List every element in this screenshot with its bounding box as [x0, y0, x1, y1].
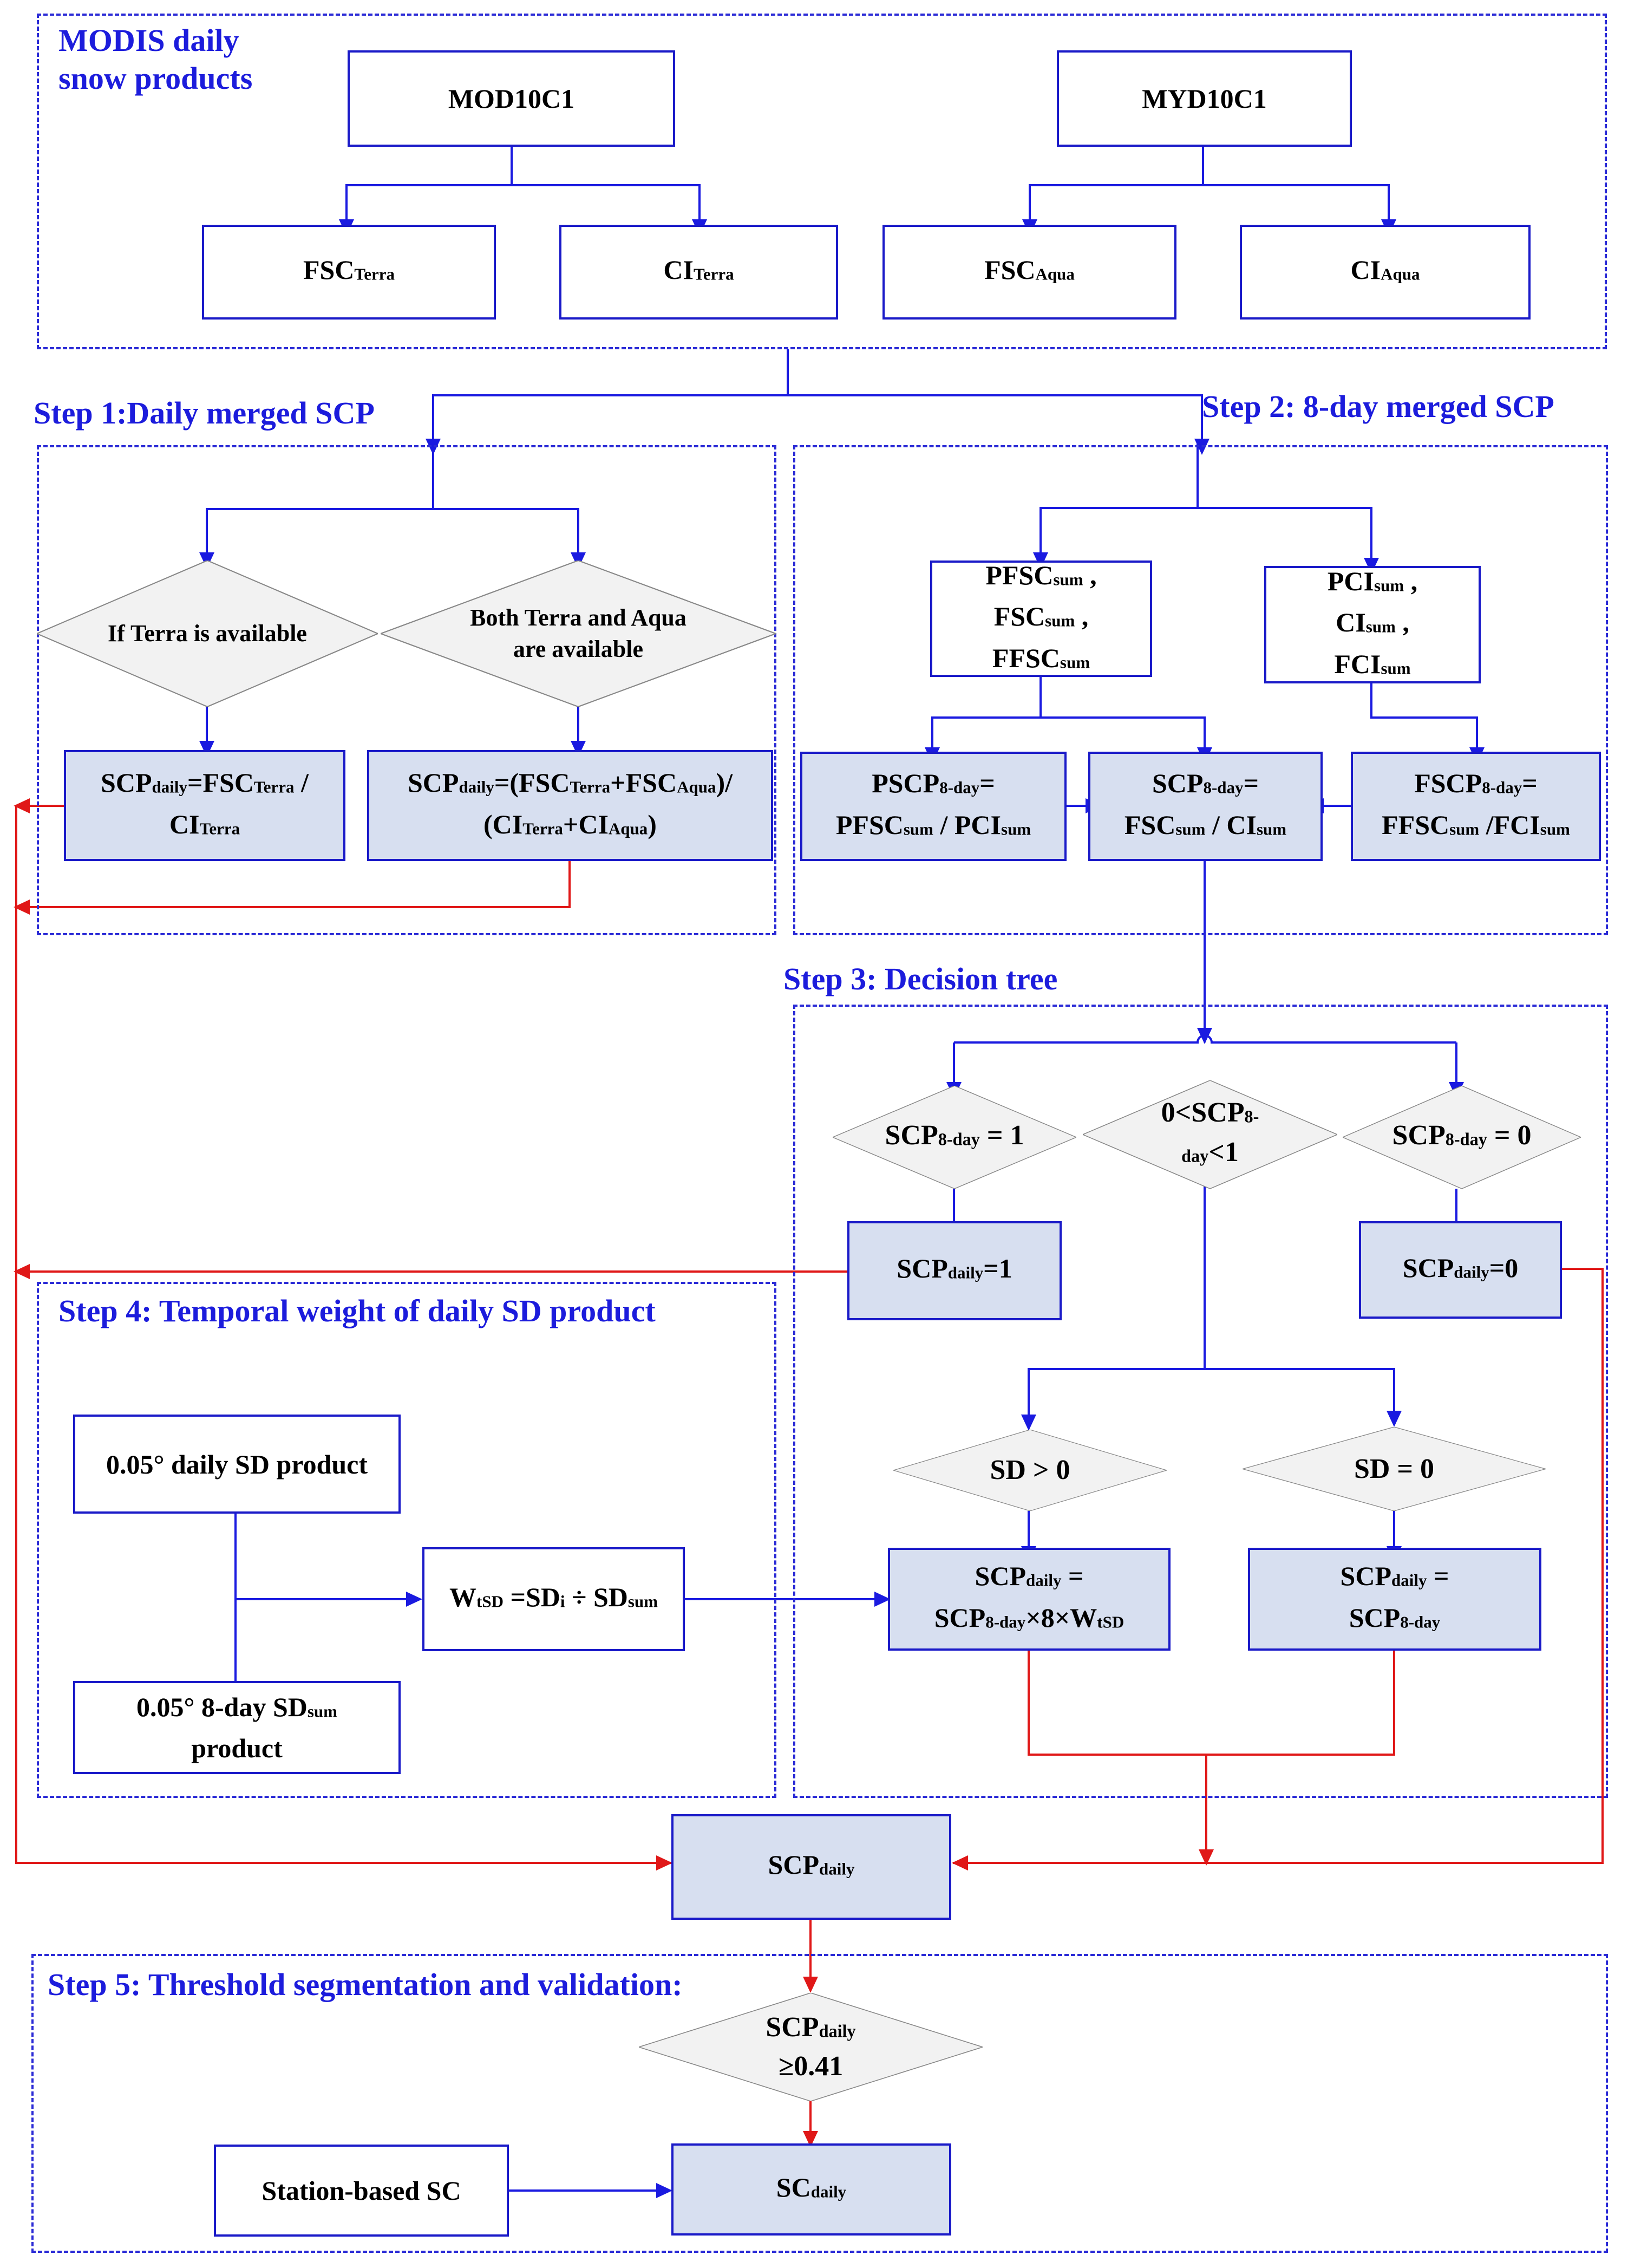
red-connectors — [15, 805, 1604, 2131]
scp-daily-box: SCPdaily — [671, 1814, 951, 1920]
scp-daily-0-box: SCPdaily=0 — [1359, 1221, 1562, 1319]
red-arrowheads — [14, 798, 1214, 2147]
scp8-box: SCP8-day= FSCsum / CIsum — [1088, 752, 1323, 861]
daily-sd-box: 0.05° daily SD product — [73, 1415, 401, 1514]
scp-weighted-box: SCPdaily = SCP8-day×8×WtSD — [888, 1548, 1171, 1651]
if-terra-diamond: If Terra is available — [37, 561, 378, 707]
cond-between-diamond: 0<SCP8-day<1 — [1083, 1080, 1337, 1189]
fscp-box: FSCP8-day= FFSCsum /FCIsum — [1351, 752, 1601, 861]
fsc-sums-box: PFSCsum , FSCsum , FFSCsum — [930, 560, 1152, 677]
step5-group — [31, 1954, 1608, 2253]
scp-merge-formula-box: SCPdaily=(FSCTerra+FSCAqua)/ (CITerra+CI… — [367, 750, 773, 861]
scp-daily-1-box: SCPdaily=1 — [847, 1221, 1062, 1320]
pscp-box: PSCP8-day= PFSCsum / PCIsum — [800, 752, 1067, 861]
mod10c1-box: MOD10C1 — [348, 50, 675, 147]
sd8-product-box: 0.05° 8-day SDsum product — [73, 1681, 401, 1774]
step3-group — [793, 1005, 1608, 1798]
step3-title: Step 3: Decision tree — [783, 961, 1058, 996]
station-box: Station-based SC — [214, 2145, 509, 2237]
ci-sums-box: PCIsum , CIsum , FCIsum — [1264, 566, 1481, 683]
step2-group — [793, 445, 1608, 935]
step4-title: Step 4: Temporal weight of daily SD prod… — [58, 1293, 656, 1328]
ci-terra-box: CITerra — [559, 225, 838, 320]
both-available-diamond: Both Terra and Aqua are available — [381, 561, 776, 707]
cond-eq0-diamond: SCP8-day = 0 — [1343, 1086, 1581, 1189]
scp-terra-formula-box: SCPdaily=FSCTerra / CITerra — [64, 750, 345, 861]
fsc-terra-box: FSCTerra — [202, 225, 496, 320]
blue-connectors — [206, 145, 1478, 2192]
ci-aqua-box: CIAqua — [1240, 225, 1531, 320]
sd-eq0-diamond: SD = 0 — [1243, 1427, 1546, 1511]
modis-group-title: MODIS daily snow products — [58, 23, 253, 96]
weight-box: WtSD =SDi ÷ SDsum — [422, 1547, 685, 1651]
cond-eq1-diamond: SCP8-day = 1 — [833, 1086, 1076, 1189]
modis-group — [37, 14, 1607, 349]
step1-title: Step 1:Daily merged SCP — [34, 395, 375, 431]
myd10c1-box: MYD10C1 — [1057, 50, 1352, 147]
step1-group — [37, 445, 776, 935]
scp-equal8-box: SCPdaily = SCP8-day — [1248, 1548, 1541, 1651]
sd-gt0-diamond: SD > 0 — [893, 1430, 1167, 1511]
step5-title: Step 5: Threshold segmentation and valid… — [48, 1967, 683, 2002]
sc-daily-box: SCdaily — [671, 2143, 951, 2236]
step2-title: Step 2: 8-day merged SCP — [1202, 389, 1554, 424]
fsc-aqua-box: FSCAqua — [882, 225, 1176, 320]
threshold-diamond: SCPdaily≥0.41 — [639, 1993, 983, 2101]
step4-group — [37, 1282, 776, 1798]
